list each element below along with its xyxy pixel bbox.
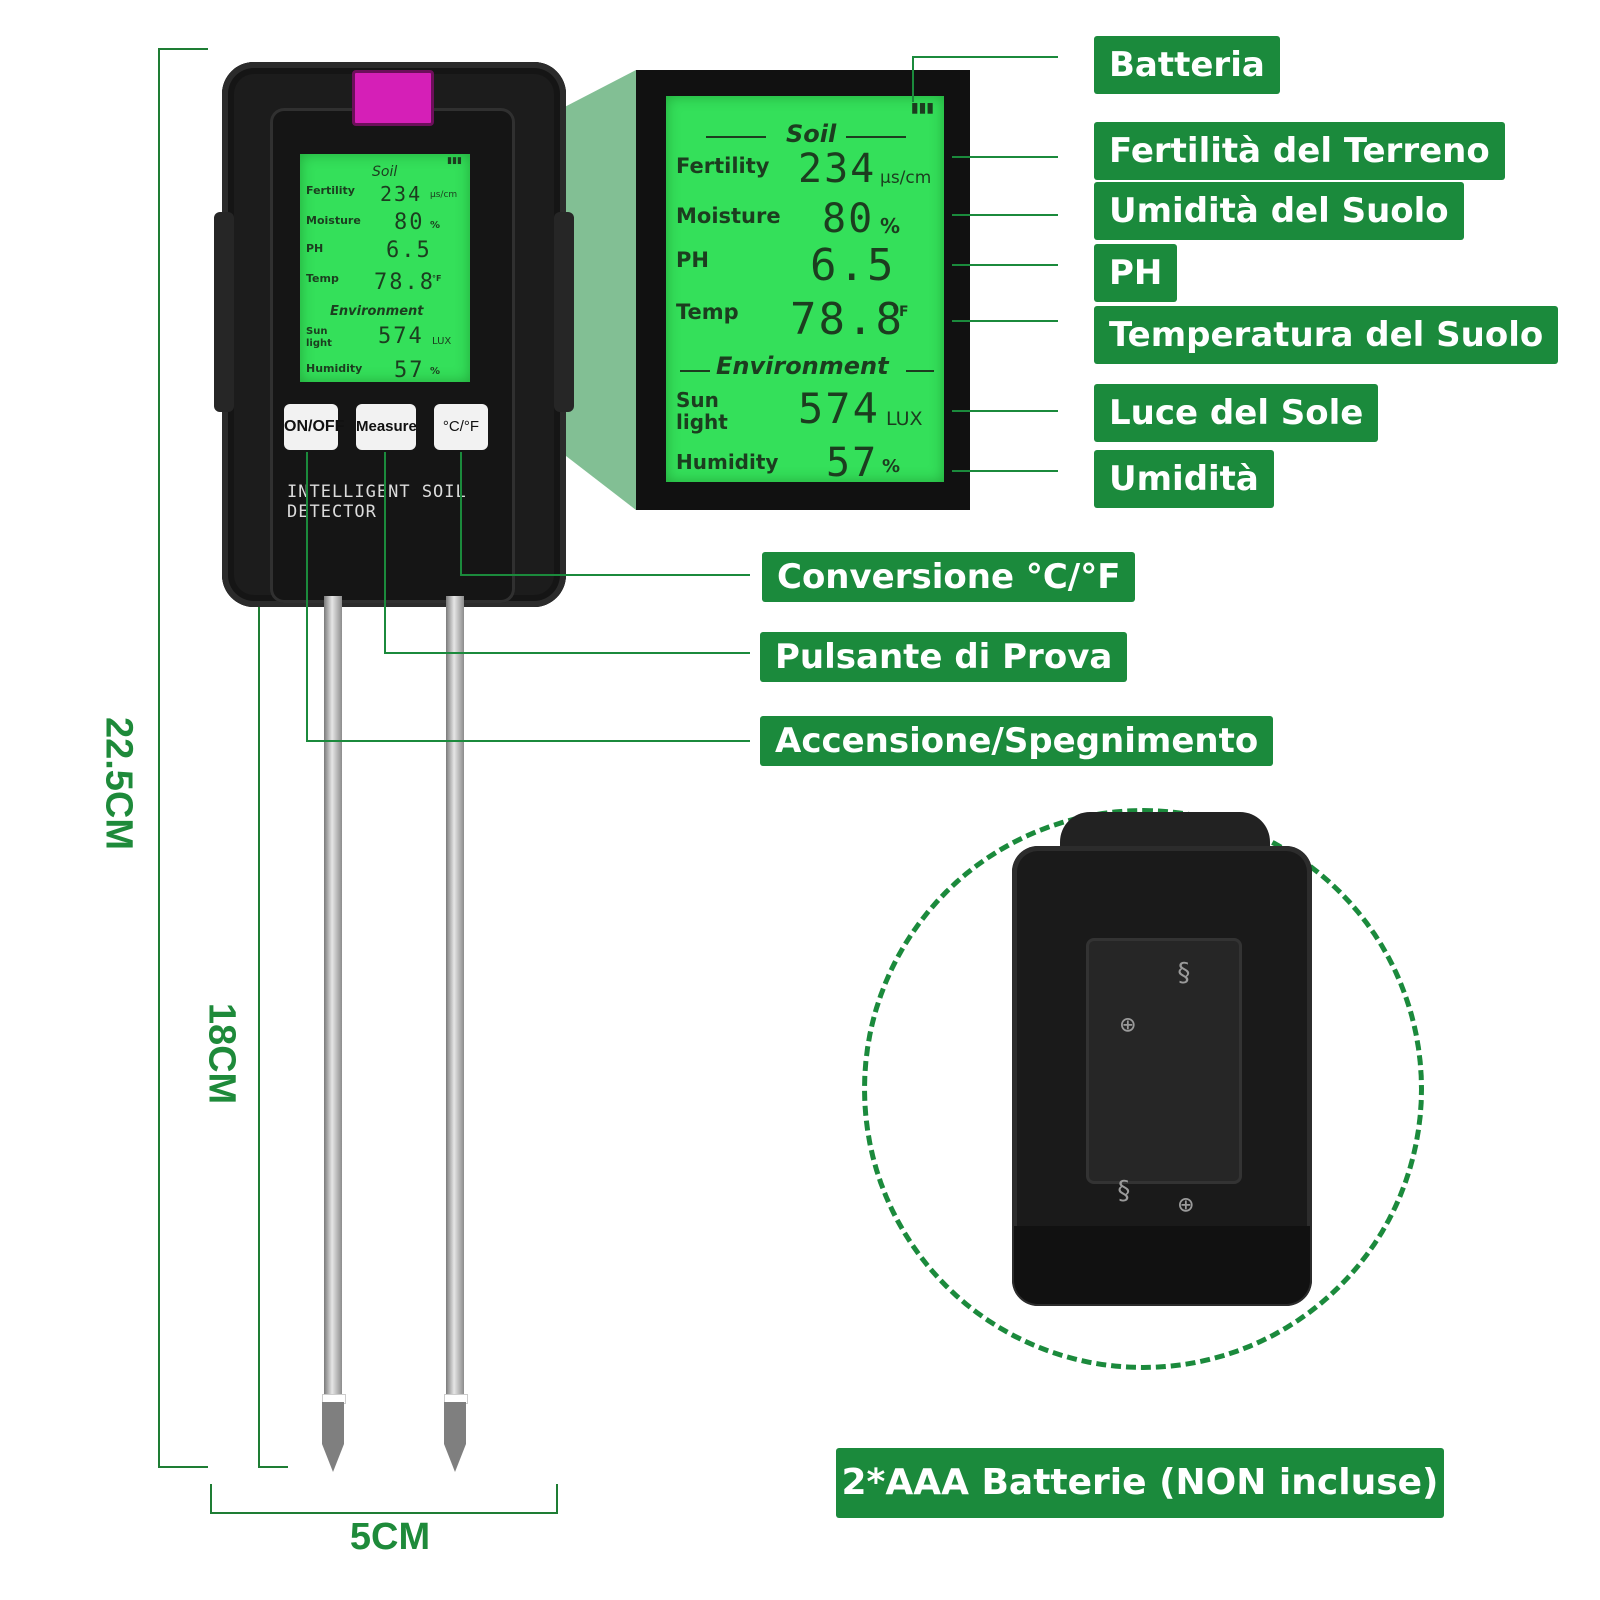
callout-fertility: Fertilità del Terreno [1094,122,1505,180]
spring-icon: § [1176,958,1192,988]
zoomed-soil-heading: Soil [786,120,837,148]
width-dimension-line [210,1484,558,1514]
unit-toggle-button[interactable]: °C/°F [434,404,488,450]
battery-view-circle [862,808,1424,1370]
plus-terminal-icon: ⊕ [1120,1010,1136,1040]
callout-sunlight: Luce del Sole [1094,384,1379,442]
measure-button[interactable]: Measure [356,404,417,450]
right-probe [446,596,464,1396]
left-probe-tip [322,1402,344,1472]
callout-power-button: Accensione/Spegnimento [760,716,1274,766]
width-dimension-label: 5CM [349,1516,431,1558]
left-probe [324,596,342,1396]
soil-section-heading: Soil [372,164,398,180]
power-button[interactable]: ON/OFF [284,404,344,450]
callout-measure-button: Pulsante di Prova [760,632,1128,682]
device-lcd-screen: ▮▮▮ Soil Fertility 234 μs/cm Moisture 80… [300,154,470,383]
battery-compartment-base [1014,1226,1310,1304]
callout-humidity: Umidità [1094,450,1274,508]
device-brand-label: INTELLIGENT SOIL DETECTOR [287,482,467,522]
battery-bay [1086,938,1242,1184]
height-dimension-line [158,48,208,1468]
light-sensor [352,70,434,126]
spring-icon: § [1116,1176,1132,1206]
callout-battery: Batteria [1094,36,1280,94]
environment-section-heading: Environment [330,304,424,319]
callout-unit-conversion: Conversione °C/°F [762,552,1136,602]
zoomed-environment-heading: Environment [716,352,889,380]
right-probe-tip [444,1402,466,1472]
zoomed-lcd-screen: ▮▮▮ Soil Fertility 234 μs/cm Moisture 80… [666,96,944,486]
zoomed-battery-indicator-icon: ▮▮▮ [910,100,934,116]
callout-temperature: Temperatura del Suolo [1094,306,1559,364]
callout-ph: PH [1094,244,1178,302]
soil-detector-body [214,62,574,607]
plus-terminal-icon: ⊕ [1178,1190,1194,1220]
callout-moisture: Umidità del Suolo [1094,182,1464,240]
battery-indicator-icon: ▮▮▮ [447,156,462,166]
battery-note: 2*AAA Batterie (NON incluse) [836,1448,1444,1518]
